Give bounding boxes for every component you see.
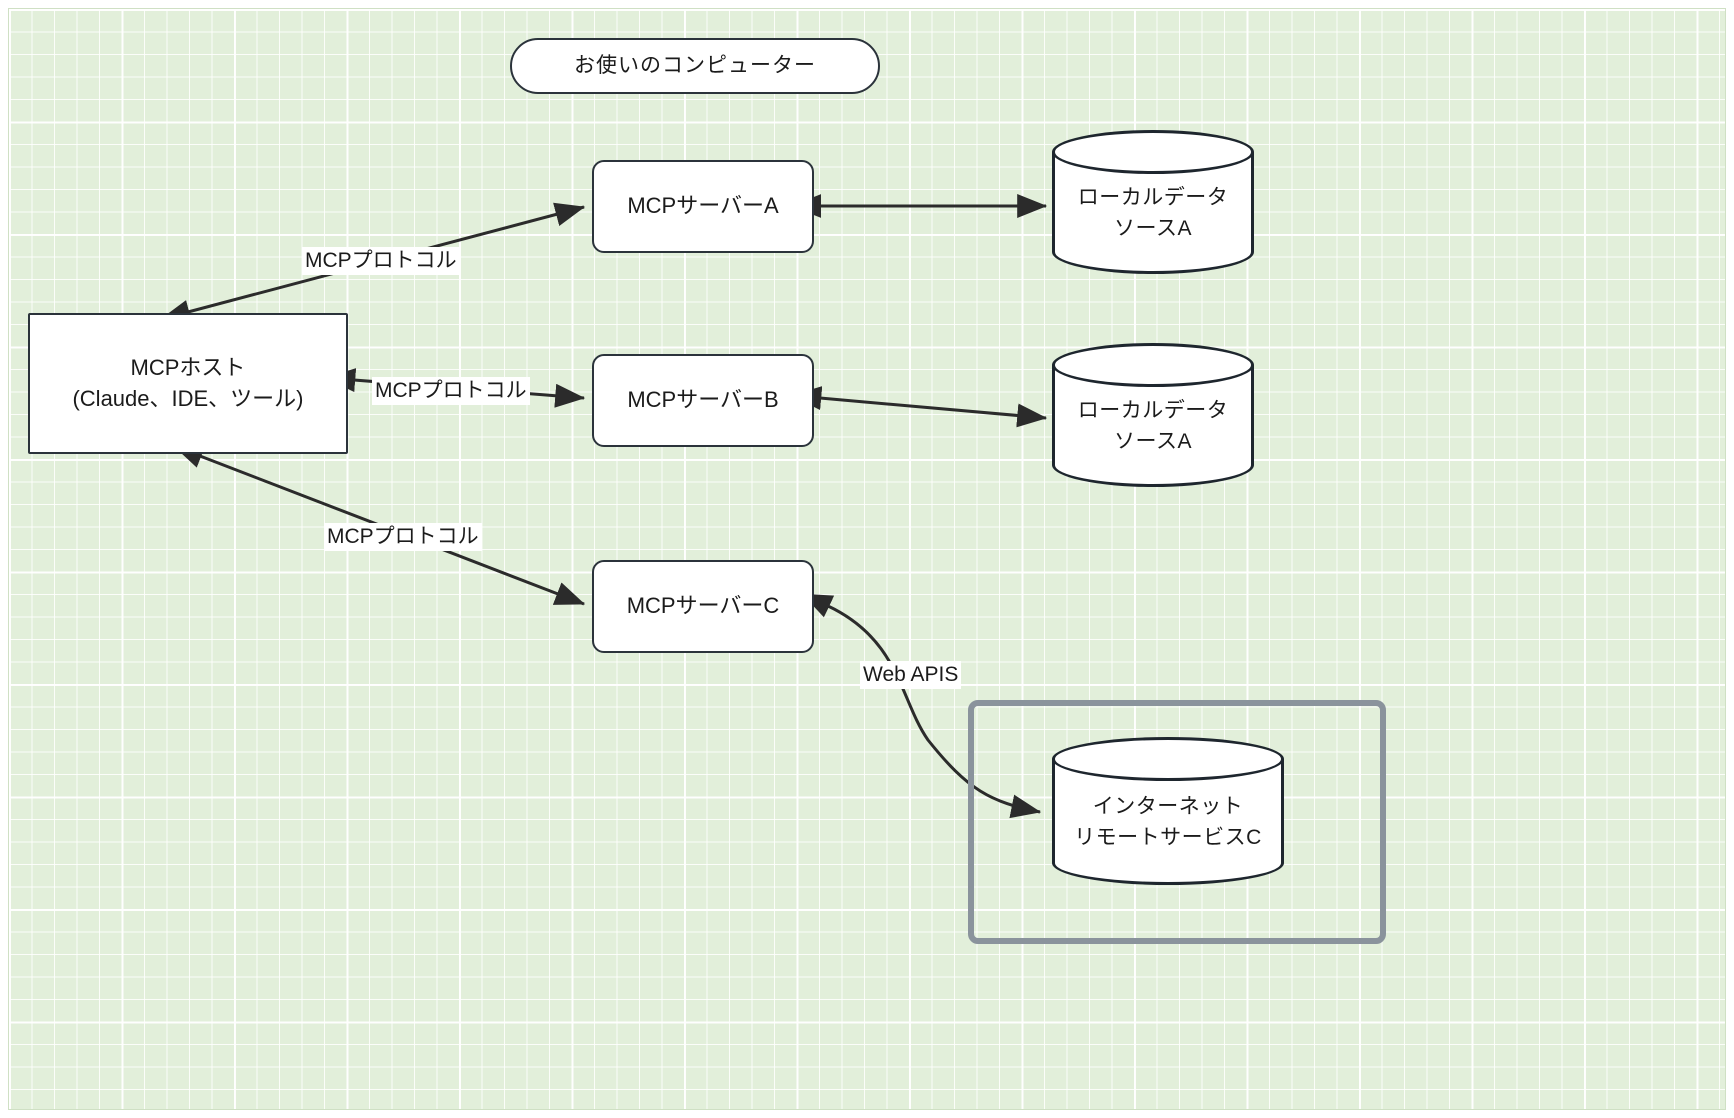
- node-your-computer[interactable]: お使いのコンピューター: [510, 38, 880, 94]
- cylinder-top: [1052, 737, 1284, 781]
- cylinder-top: [1052, 130, 1254, 174]
- grid-background: [8, 8, 1726, 1110]
- node-mcp-host-line1: MCPホスト: [130, 355, 246, 381]
- edge-label-web-apis-text: Web APIS: [863, 663, 959, 686]
- edge-label-protocol-c-text: MCPプロトコル: [327, 525, 479, 548]
- cylinder-top: [1052, 343, 1254, 387]
- group-internet[interactable]: [968, 700, 1386, 944]
- edge-label-protocol-c: MCPプロトコル: [324, 523, 482, 552]
- node-mcp-server-c-label: MCPサーバーC: [626, 593, 780, 619]
- edge-label-web-apis: Web APIS: [860, 661, 962, 690]
- datasource-a-line2: ソースA: [1114, 217, 1192, 240]
- node-local-datasource-b-label: ローカルデータ ソースA: [1052, 387, 1254, 465]
- node-mcp-host[interactable]: MCPホスト (Claude、IDE、ツール): [28, 313, 348, 454]
- node-local-datasource-b[interactable]: ローカルデータ ソースA: [1052, 343, 1254, 487]
- edge-label-protocol-b-text: MCPプロトコル: [375, 379, 527, 402]
- node-mcp-server-c[interactable]: MCPサーバーC: [592, 560, 814, 653]
- edge-label-protocol-a-text: MCPプロトコル: [305, 249, 457, 272]
- edge-label-protocol-a: MCPプロトコル: [302, 247, 460, 276]
- datasource-b-line2: ソースA: [1114, 430, 1192, 453]
- node-remote-service-c-label: インターネット リモートサービスC: [1052, 781, 1284, 863]
- node-your-computer-label: お使いのコンピューター: [574, 53, 816, 77]
- datasource-a-line1: ローカルデータ: [1077, 185, 1229, 209]
- remote-service-line1: インターネット: [1092, 794, 1244, 818]
- remote-service-line2: リモートサービスC: [1074, 826, 1262, 849]
- node-mcp-server-a-label: MCPサーバーA: [627, 193, 779, 219]
- edge-label-protocol-b: MCPプロトコル: [372, 377, 530, 406]
- node-remote-service-c[interactable]: インターネット リモートサービスC: [1052, 737, 1284, 885]
- datasource-b-line1: ローカルデータ: [1077, 398, 1229, 422]
- node-local-datasource-a-label: ローカルデータ ソースA: [1052, 174, 1254, 252]
- node-mcp-server-b-label: MCPサーバーB: [627, 387, 779, 413]
- node-mcp-server-a[interactable]: MCPサーバーA: [592, 160, 814, 253]
- node-mcp-host-line2: (Claude、IDE、ツール): [72, 385, 304, 411]
- node-mcp-server-b[interactable]: MCPサーバーB: [592, 354, 814, 447]
- node-local-datasource-a[interactable]: ローカルデータ ソースA: [1052, 130, 1254, 274]
